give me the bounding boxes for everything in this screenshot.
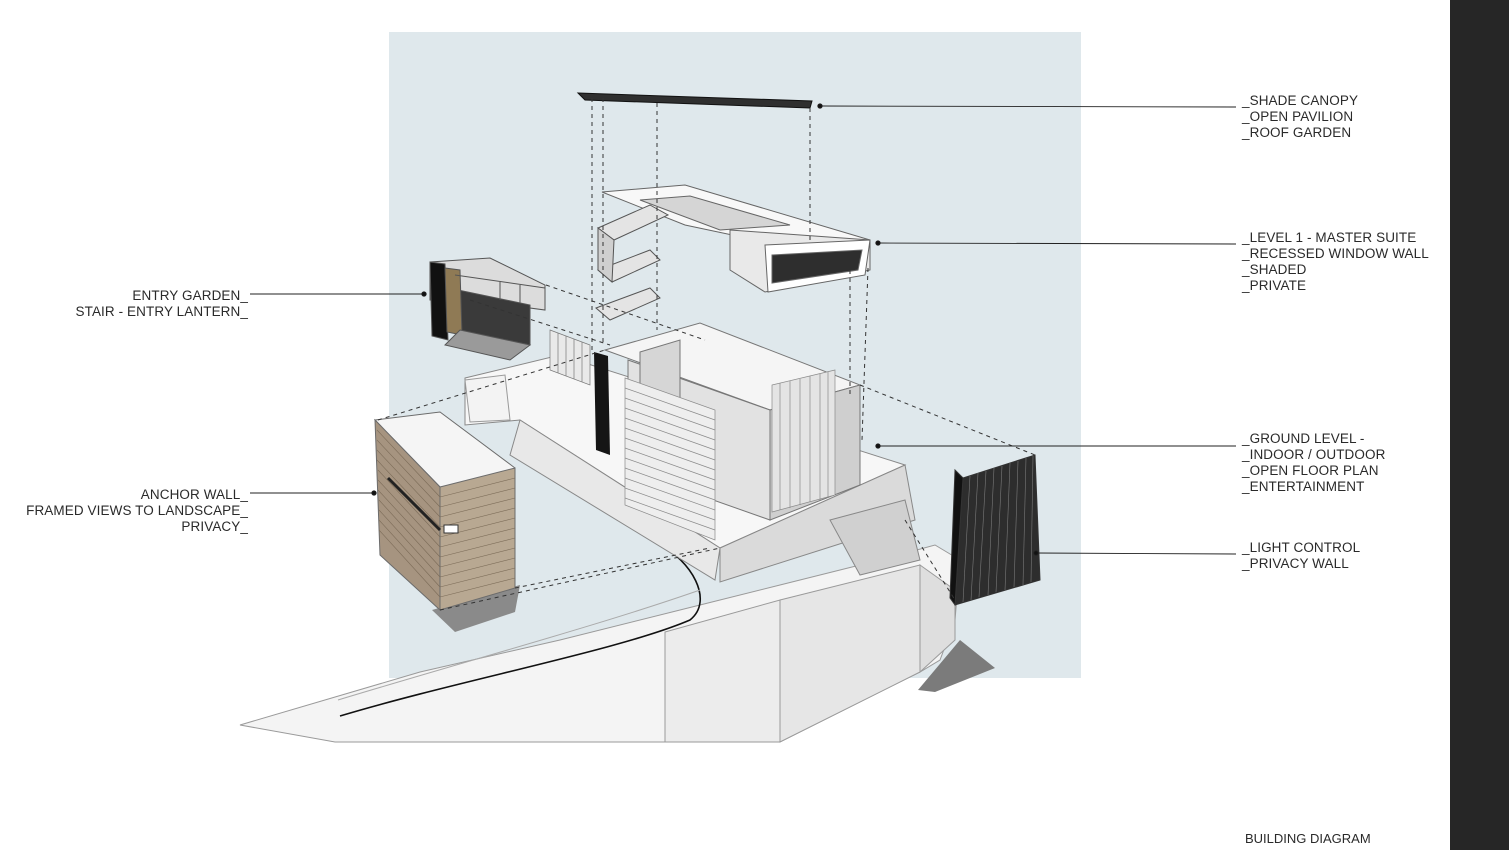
leader-lines bbox=[250, 103, 1237, 556]
level-1-volume bbox=[601, 184, 871, 293]
callout-line: STAIR - ENTRY LANTERN_ bbox=[75, 304, 248, 319]
diagram-caption: BUILDING DIAGRAM bbox=[1245, 831, 1371, 846]
callout-line: _LEVEL 1 - MASTER SUITE bbox=[1242, 230, 1417, 245]
driveway-edge bbox=[337, 589, 701, 701]
anchor-wall-window bbox=[443, 524, 459, 534]
site-white-mask bbox=[240, 225, 389, 740]
privacy-wall-fins bbox=[962, 455, 1034, 603]
privacy-wall bbox=[949, 454, 1041, 607]
callout-line: PRIVACY_ bbox=[181, 519, 248, 534]
internal-stair bbox=[595, 204, 670, 321]
entry-side-screen bbox=[549, 329, 591, 386]
callout-anchor-wall: ANCHOR WALL_ FRAMED VIEWS TO LANDSCAPE_ … bbox=[20, 487, 248, 535]
callout-line: _OPEN PAVILION bbox=[1242, 109, 1354, 124]
callout-entry-garden: ENTRY GARDEN_ STAIR - ENTRY LANTERN_ bbox=[30, 288, 248, 320]
callout-line: ENTRY GARDEN_ bbox=[132, 288, 248, 303]
callout-line: _RECESSED WINDOW WALL bbox=[1242, 246, 1429, 261]
callout-line: ANCHOR WALL_ bbox=[140, 487, 248, 502]
callout-light-control: _LIGHT CONTROL _PRIVACY WALL bbox=[1242, 540, 1360, 572]
callout-line: _OPEN FLOOR PLAN bbox=[1242, 463, 1379, 478]
anchor-wall-slot bbox=[386, 476, 442, 532]
callout-line: _SHADE CANOPY bbox=[1242, 93, 1359, 108]
callout-line: _ROOF GARDEN bbox=[1242, 125, 1352, 140]
ground-louvre-screen bbox=[624, 369, 836, 541]
callout-level-1: _LEVEL 1 - MASTER SUITE _RECESSED WINDOW… bbox=[1242, 230, 1429, 294]
explode-guides bbox=[377, 98, 1036, 611]
site-terrain bbox=[239, 544, 961, 743]
entry-stair bbox=[429, 257, 546, 361]
callout-shade-canopy: _SHADE CANOPY _OPEN PAVILION _ROOF GARDE… bbox=[1242, 93, 1358, 141]
shadow-right bbox=[918, 640, 995, 692]
callout-line: _LIGHT CONTROL bbox=[1242, 540, 1361, 555]
black-screen-panel bbox=[594, 352, 610, 455]
callout-line: _GROUND LEVEL - bbox=[1242, 431, 1365, 446]
callout-line: _PRIVATE bbox=[1242, 278, 1307, 293]
dark-side-bar bbox=[1450, 0, 1509, 850]
callout-line: FRAMED VIEWS TO LANDSCAPE_ bbox=[26, 503, 248, 518]
entry-landing bbox=[464, 374, 511, 423]
callout-line: _ENTERTAINMENT bbox=[1242, 479, 1365, 494]
callout-ground-level: _GROUND LEVEL - _INDOOR / OUTDOOR _OPEN … bbox=[1242, 431, 1385, 495]
callout-line: _SHADED bbox=[1242, 262, 1307, 277]
anchor-wall-timber-lines bbox=[376, 429, 516, 598]
callout-line: _PRIVACY WALL bbox=[1242, 556, 1349, 571]
callout-line: _INDOOR / OUTDOOR bbox=[1242, 447, 1386, 462]
